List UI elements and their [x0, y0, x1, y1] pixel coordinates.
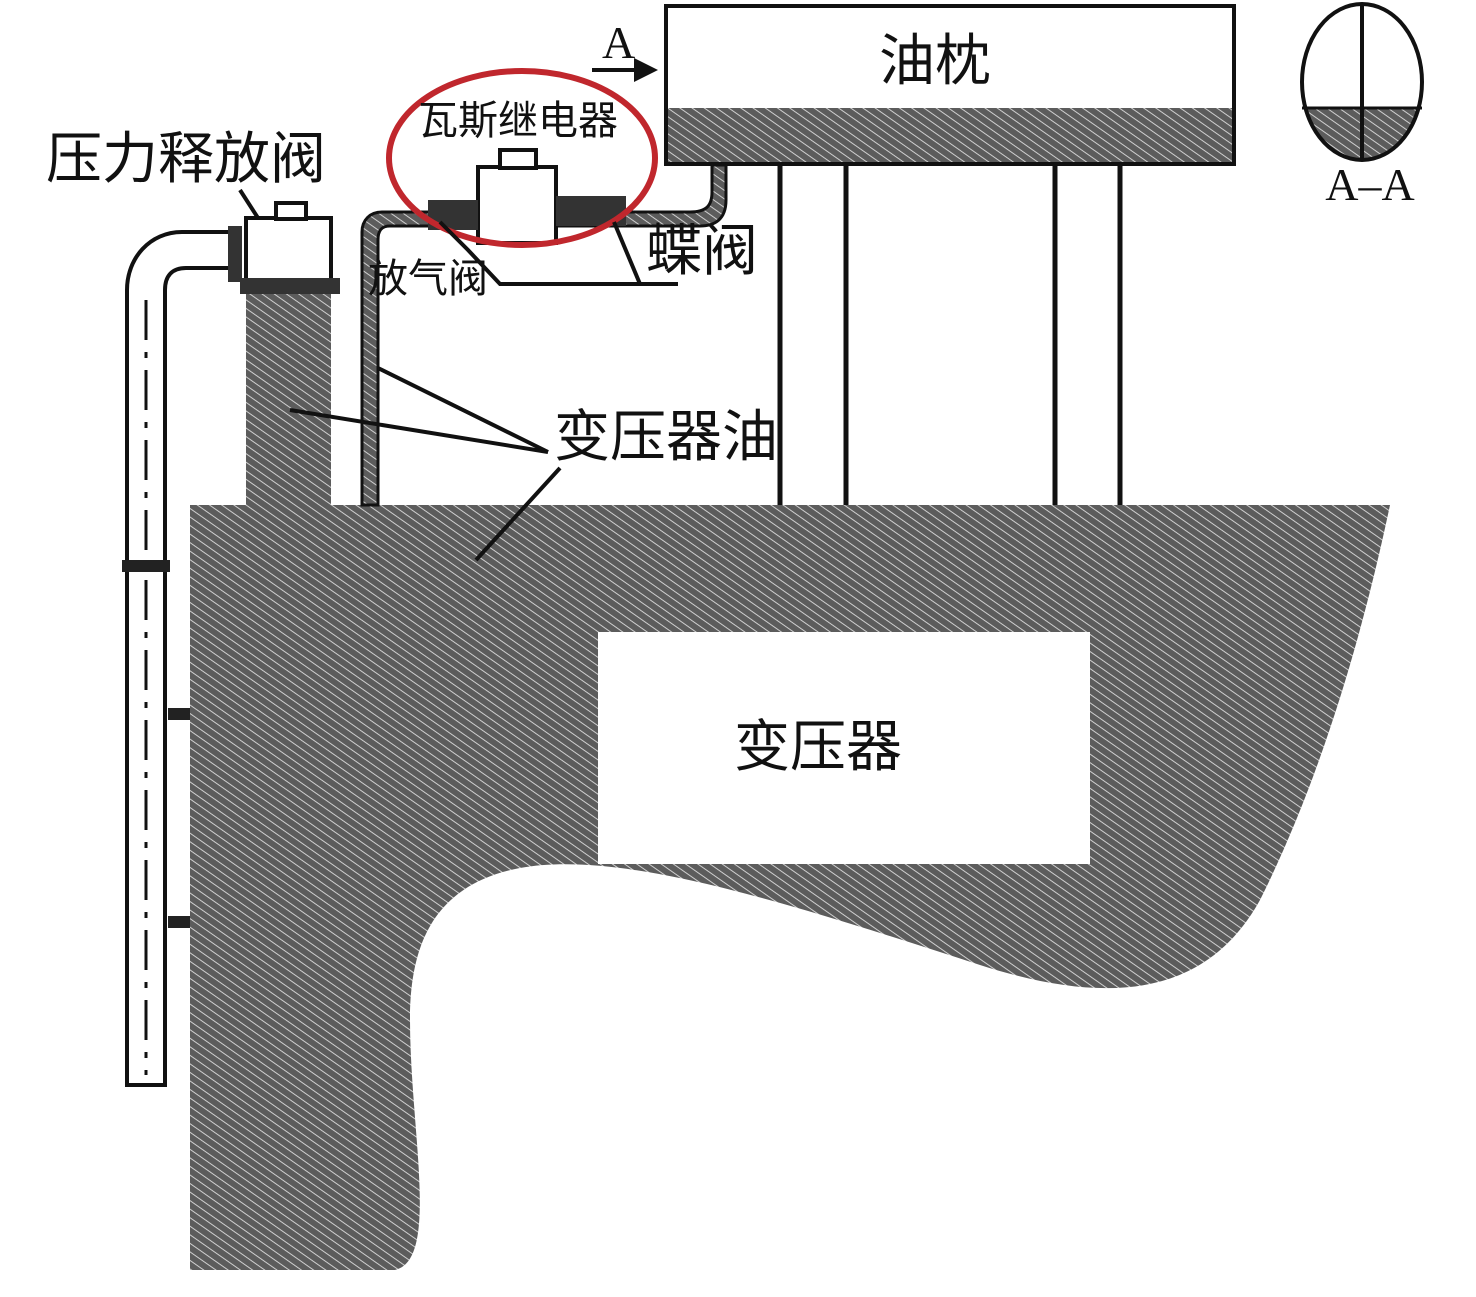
pressure-relief-valve-side-flange [228, 226, 242, 282]
label-bleed-valve: 放气阀 [368, 256, 488, 302]
gas-relay-top [498, 148, 538, 170]
pressure-relief-valve-body [244, 216, 333, 284]
leader-oil-1 [289, 408, 549, 454]
pipe-clamp-mid [168, 708, 190, 720]
relief-riser-oil [246, 282, 331, 506]
view-arrow-head [634, 58, 658, 82]
transformer-tank-oil [190, 505, 1390, 1270]
pipe-clamp-top [122, 560, 170, 572]
leader-bleed-valve [438, 220, 678, 286]
label-view-arrow: A [602, 17, 635, 68]
pipe-clamp-low [168, 916, 190, 928]
leader-butterfly-valve [612, 221, 642, 285]
leader-oil-2 [377, 366, 549, 454]
pressure-relief-valve-flange [240, 278, 340, 294]
label-transformer-oil: 变压器油 [554, 405, 778, 470]
leader-oil-3 [474, 466, 562, 562]
pressure-relief-valve-cap [274, 201, 308, 221]
section-view-oval [1300, 2, 1424, 162]
label-transformer: 变压器 [734, 715, 902, 780]
conservator-oil [668, 108, 1232, 162]
label-section-view: A–A [1325, 159, 1414, 210]
leader-pressure-relief [238, 188, 260, 220]
gas-relay-body [476, 165, 558, 245]
discharge-pipe [125, 230, 228, 1087]
gas-relay-highlight-circle [386, 68, 658, 248]
transformer-body [598, 632, 1090, 864]
label-conservator: 油枕 [879, 29, 991, 94]
label-pressure-relief-valve: 压力释放阀 [46, 127, 326, 192]
label-gas-relay: 瓦斯继电器 [418, 98, 618, 144]
label-butterfly-valve: 蝶阀 [646, 219, 758, 284]
